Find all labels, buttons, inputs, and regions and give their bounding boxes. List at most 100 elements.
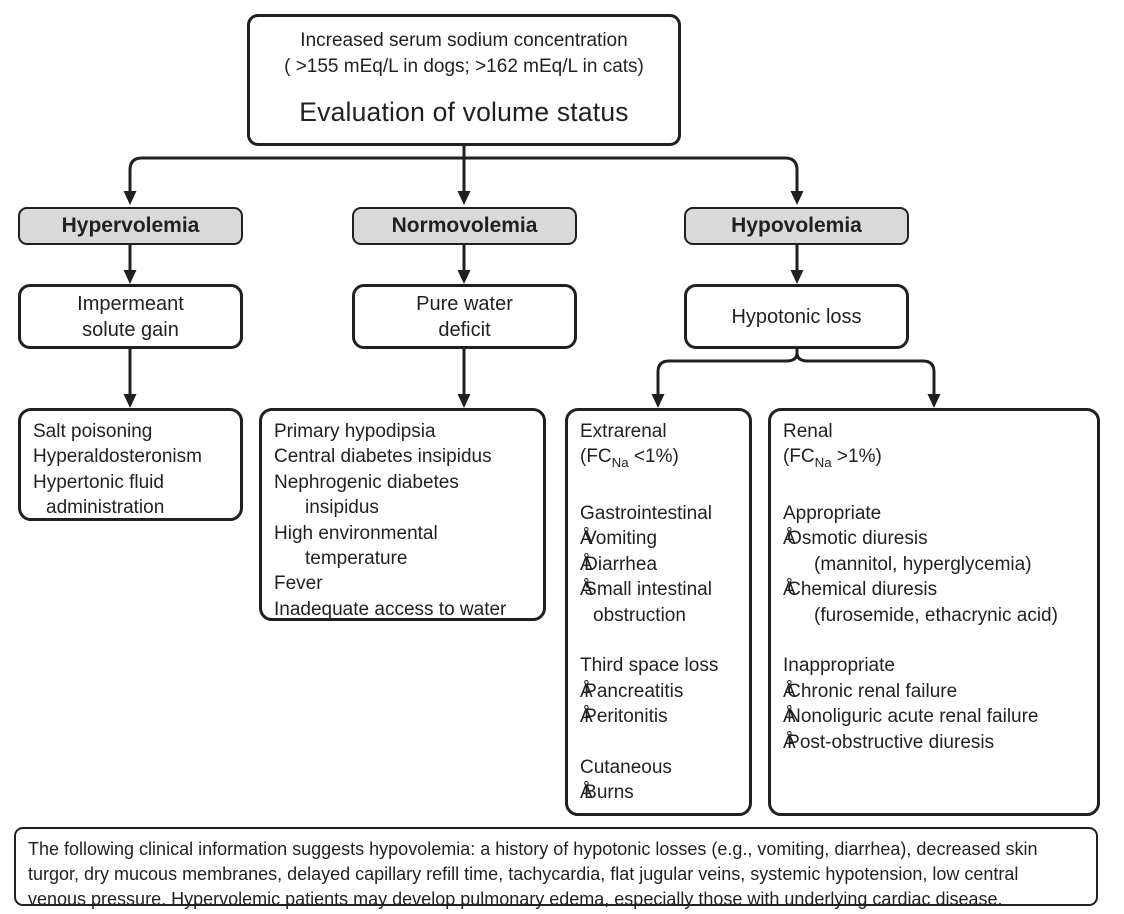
text-line: (furosemide, ethacrynic acid) [783, 603, 1085, 628]
root-subtitle-line2: ( >155 mEq/L in dogs; >162 mEq/L in cats… [284, 56, 644, 77]
line-text: Appropriate [783, 503, 882, 524]
text-line: (FCNa <1%) [580, 444, 737, 475]
line-text: Hypotonic loss [731, 305, 862, 328]
line-text: (FC [580, 446, 612, 468]
text-line: Gastrointestinal [580, 501, 737, 526]
line-text: Extrarenal [580, 421, 667, 442]
line-text: Inappropriate [783, 655, 895, 677]
bullet-glyph: Å [783, 706, 796, 728]
connector-root-to-hypervolemia [123, 156, 464, 205]
bullet-glyph: Å [783, 579, 796, 601]
subscript-text: Na [611, 455, 629, 471]
line-text: Nephrogenic diabetes [274, 471, 459, 493]
text-line: Extrarenal [580, 419, 737, 444]
line-text: Hypertonic fluid [33, 471, 164, 493]
bullet-glyph: Å [580, 579, 593, 601]
text-line: (mannitol, hyperglycemia) [783, 552, 1085, 577]
line-text: Pancreatitis [584, 680, 684, 702]
line-text: Burns [584, 782, 634, 804]
text-line: deficit [438, 317, 490, 343]
connector-root-to-hypovolemia [464, 156, 804, 205]
text-line: ÅSmall intestinal [580, 577, 737, 602]
text-line [783, 476, 1085, 501]
node-normovolemia: Normovolemia [352, 207, 577, 245]
line-text: Peritonitis [584, 706, 668, 728]
line-text: (furosemide, ethacrynic acid) [814, 604, 1058, 626]
text-line: (FCNa >1%) [783, 444, 1085, 475]
text-line [580, 628, 737, 653]
bullet-glyph: Å [580, 528, 593, 550]
line-text: Chemical diuresis [787, 579, 938, 601]
text-line: ÅNonoliguric acute renal failure [783, 704, 1085, 729]
line-text: venous pressure. Hypervolemic patients m… [28, 889, 1003, 909]
line-text: Fever [274, 573, 323, 595]
line-text: Pure water [416, 292, 513, 315]
line-text: Osmotic diuresis [787, 528, 928, 550]
node-hypervolemia: Hypervolemia [18, 207, 243, 245]
text-line: ÅPeritonitis [580, 704, 737, 729]
text-line: Pure water [416, 291, 513, 317]
line-text: High environmental [274, 522, 438, 544]
text-line [580, 476, 737, 501]
text-line: Primary hypodipsia [274, 419, 531, 444]
line-text: (mannitol, hyperglycemia) [814, 553, 1032, 575]
text-line: Appropriate [783, 501, 1085, 526]
line-text: Small intestinal [584, 579, 712, 601]
connector-hypotonic-to-renal [795, 348, 941, 408]
line-text: Primary hypodipsia [274, 421, 436, 442]
line-text: Central diabetes insipidus [274, 446, 492, 468]
line-text: Nonoliguric acute renal failure [787, 706, 1039, 728]
text-line: Hypotonic loss [731, 304, 861, 330]
line-text: <1%) [628, 446, 679, 468]
node-pure-water-deficit: Pure water deficit [352, 284, 577, 349]
line-text: deficit [438, 318, 491, 341]
line-text: solute gain [82, 318, 179, 341]
text-line: administration [33, 495, 228, 520]
node-impermeant-solute-gain: Impermeant solute gain [18, 284, 243, 349]
hypovolemia-label: Hypovolemia [731, 214, 862, 237]
text-line: Hypertonic fluid [33, 470, 228, 495]
line-text: Post-obstructive diuresis [787, 731, 995, 753]
line-text: Chronic renal failure [787, 680, 958, 702]
line-text: Cutaneous [580, 757, 672, 779]
text-line: ÅDiarrhea [580, 552, 737, 577]
text-line: solute gain [82, 317, 179, 343]
bullet-glyph: Å [580, 706, 593, 728]
text-line: Inappropriate [783, 653, 1085, 678]
text-line: obstruction [580, 603, 737, 628]
text-line: turgor, dry mucous membranes, delayed ca… [28, 862, 1084, 887]
text-line: Impermeant [77, 291, 184, 317]
node-hypovolemia: Hypovolemia [684, 207, 909, 245]
text-line: ÅOsmotic diuresis [783, 526, 1085, 551]
node-root: Increased serum sodium concentration ( >… [247, 14, 681, 146]
line-text: Hyperaldosteronism [33, 446, 202, 468]
line-text: turgor, dry mucous membranes, delayed ca… [28, 864, 1019, 884]
text-line: ÅPancreatitis [580, 679, 737, 704]
root-subtitle-line1: Increased serum sodium concentration [300, 30, 628, 51]
text-line [783, 628, 1085, 653]
line-text: insipidus [305, 497, 379, 519]
line-text: Impermeant [77, 292, 184, 315]
text-line: ÅBurns [580, 780, 737, 805]
normovolemia-label: Normovolemia [391, 214, 538, 237]
text-line: The following clinical information sugge… [28, 837, 1084, 862]
connector-hypotonic-to-extrarenal [651, 348, 799, 408]
bullet-glyph: Å [783, 731, 796, 753]
line-text: Vomiting [584, 528, 658, 550]
bullet-glyph: Å [783, 528, 796, 550]
text-line: Fever [274, 571, 531, 596]
line-text: Gastrointestinal [580, 503, 713, 524]
text-line: ÅPost-obstructive diuresis [783, 730, 1085, 755]
line-text: Renal [783, 421, 833, 442]
text-line: Renal [783, 419, 1085, 444]
text-line: Third space loss [580, 653, 737, 678]
subscript-text: Na [814, 455, 832, 471]
hypervolemia-label: Hypervolemia [61, 214, 200, 237]
text-line: ÅChemical diuresis [783, 577, 1085, 602]
bullet-glyph: Å [580, 680, 593, 702]
